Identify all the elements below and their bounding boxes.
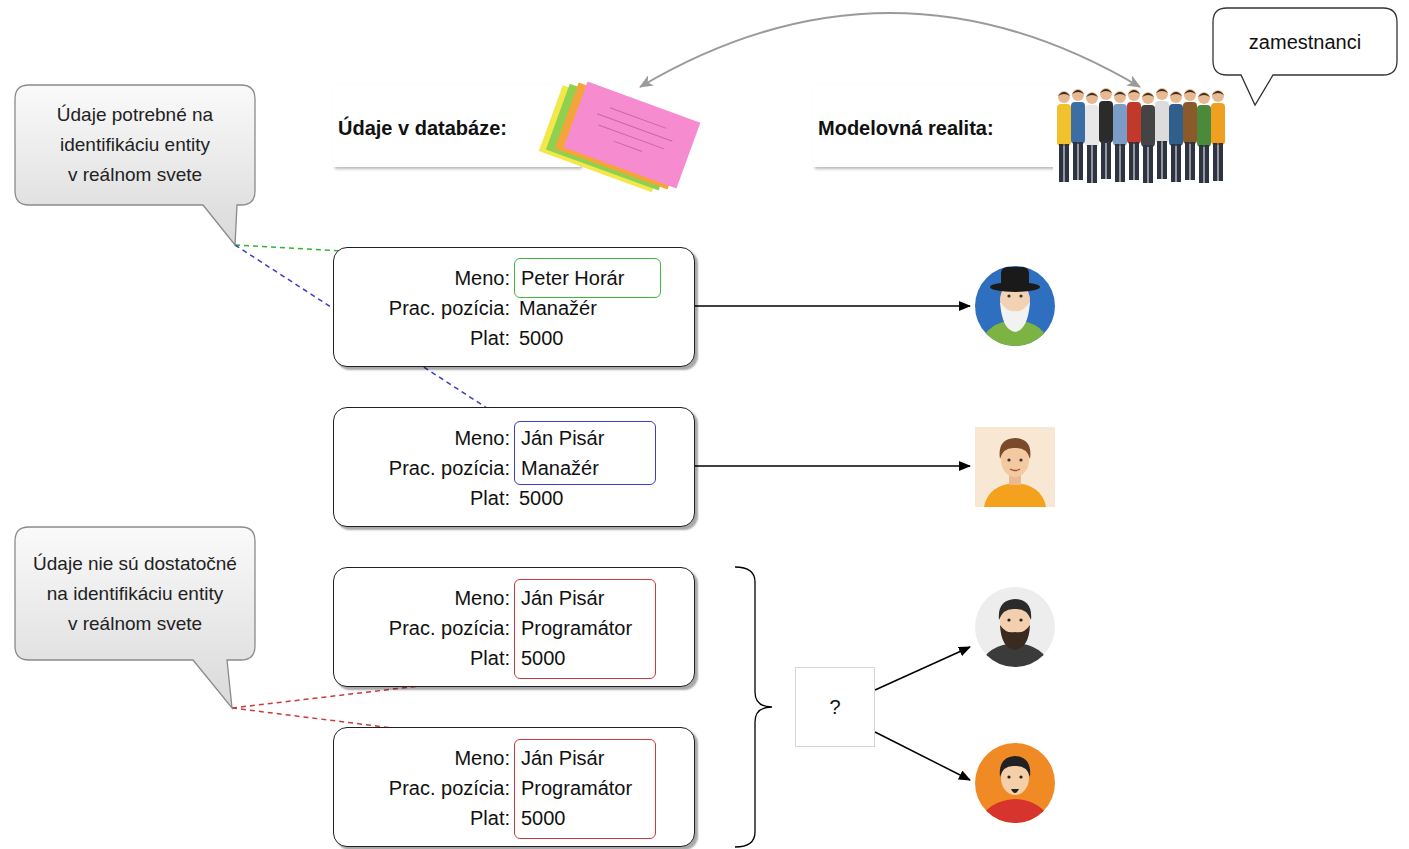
label-text: zamestnanci (1221, 27, 1389, 57)
question-box: ? (795, 667, 875, 747)
field-value: Manažér (521, 453, 599, 483)
field-value: Programátor (521, 773, 632, 803)
arrow-line (695, 465, 970, 467)
field-value: 5000 (521, 803, 566, 833)
curved-arrow (640, 13, 1140, 87)
outline-path (15, 85, 255, 245)
record-card: Meno:Prac. pozícia:Plat:5000Ján PisárMan… (333, 407, 695, 527)
people-picture (1053, 85, 1235, 185)
highlight-box: Peter Horár (514, 258, 661, 298)
label-text: ? (804, 692, 866, 722)
field-value: 5000 (521, 643, 566, 673)
highlight-box: Ján PisárManažér (514, 421, 656, 485)
field-value: 5000 (519, 323, 564, 353)
field-name: Prac. pozícia: (389, 453, 510, 483)
field-name: Meno: (454, 743, 510, 773)
header-panel: Modelovná realita: (813, 85, 1235, 185)
field-name: Meno: (454, 583, 510, 613)
outline-path (15, 527, 255, 708)
outline-path (1213, 8, 1397, 105)
sticky-notes (539, 74, 700, 200)
highlight-box: Ján PisárProgramátor5000 (514, 579, 656, 679)
speech-bubble: zamestnanci (1213, 8, 1397, 75)
header-panel-ground (333, 85, 580, 167)
avatar-picture (975, 743, 1055, 827)
field-name: Prac. pozícia: (389, 293, 510, 323)
arrow-line (695, 305, 970, 307)
field-value: Ján Pisár (521, 583, 604, 613)
record-card: Meno:Prac. pozícia:Plat:Ján PisárProgram… (333, 727, 695, 847)
field-value: Modelovná realita: (818, 113, 994, 143)
avatar-picture (975, 266, 1055, 350)
field-name: Plat: (470, 323, 510, 353)
field-name: Prac. pozícia: (389, 613, 510, 643)
avatar-picture (975, 587, 1055, 671)
field-name: Plat: (470, 483, 510, 513)
record-card: Meno:Prac. pozícia:Plat:Ján PisárProgram… (333, 567, 695, 687)
field-value: Peter Horár (521, 263, 624, 293)
record-card: Meno:Prac. pozícia:ManažérPlat:5000Peter… (333, 247, 695, 367)
arrow-line (875, 732, 970, 780)
field-value: 5000 (519, 483, 564, 513)
label-text: Údaje potrebné na identifikáciu entity v… (23, 100, 247, 190)
field-name: Prac. pozícia: (389, 773, 510, 803)
callout-bubble: Údaje potrebné na identifikáciu entity v… (15, 85, 255, 205)
arrow-line (875, 647, 970, 690)
header-panel: Údaje v databáze: (333, 85, 705, 185)
field-value: Ján Pisár (521, 743, 604, 773)
field-name: Meno: (454, 423, 510, 453)
avatar-picture (975, 427, 1055, 507)
header-panel-ground (813, 85, 1055, 167)
field-value: Údaje v databáze: (338, 113, 507, 143)
label-text: Údaje nie sú dostatočné na identifikáciu… (23, 549, 247, 639)
field-name: Plat: (470, 643, 510, 673)
field-name: Plat: (470, 803, 510, 833)
field-name: Meno: (454, 263, 510, 293)
callout-bubble: Údaje nie sú dostatočné na identifikáciu… (15, 527, 255, 660)
curly-brace (735, 567, 772, 847)
field-value: Programátor (521, 613, 632, 643)
field-value: Ján Pisár (521, 423, 604, 453)
highlight-box: Ján PisárProgramátor5000 (514, 739, 656, 839)
